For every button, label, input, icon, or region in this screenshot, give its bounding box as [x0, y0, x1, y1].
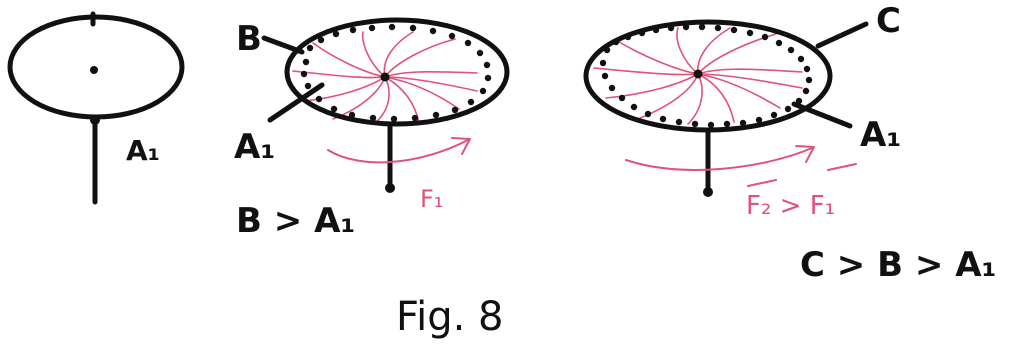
rotation-arrow-f2	[626, 148, 812, 170]
arrow-bar-f1	[828, 164, 856, 170]
label-c: C	[876, 1, 901, 41]
disk-a1-plain: A₁	[10, 14, 182, 202]
center-point	[381, 73, 390, 82]
label-a1-second: A₁	[234, 127, 275, 167]
pointer-c	[818, 24, 866, 46]
pointer-b	[264, 38, 302, 52]
label-f1: F₁	[420, 185, 443, 213]
stem-joint	[90, 115, 100, 125]
label-ineq-b: B > A₁	[236, 201, 355, 241]
center-point	[90, 66, 98, 74]
label-b: B	[236, 19, 262, 59]
stem-joint	[385, 183, 395, 193]
arrow-bar-f2	[748, 180, 776, 186]
disk-c: C A₁ F₂ > F₁ C > B > A₁	[586, 1, 996, 285]
rotation-arrow-f1	[328, 140, 468, 162]
center-point	[694, 70, 703, 79]
pointer-a1	[794, 104, 850, 126]
label-a1-third: A₁	[860, 115, 901, 155]
label-ineq-c: C > B > A₁	[800, 245, 996, 285]
stem-joint	[703, 187, 713, 197]
disk-rim	[287, 20, 507, 124]
figure-caption: Fig. 8	[396, 294, 503, 340]
label-f2-gt-f1: F₂ > F₁	[746, 191, 835, 221]
disk-b: B A₁ F₁ B > A₁	[234, 19, 507, 241]
label-a1-first: A₁	[126, 134, 160, 167]
